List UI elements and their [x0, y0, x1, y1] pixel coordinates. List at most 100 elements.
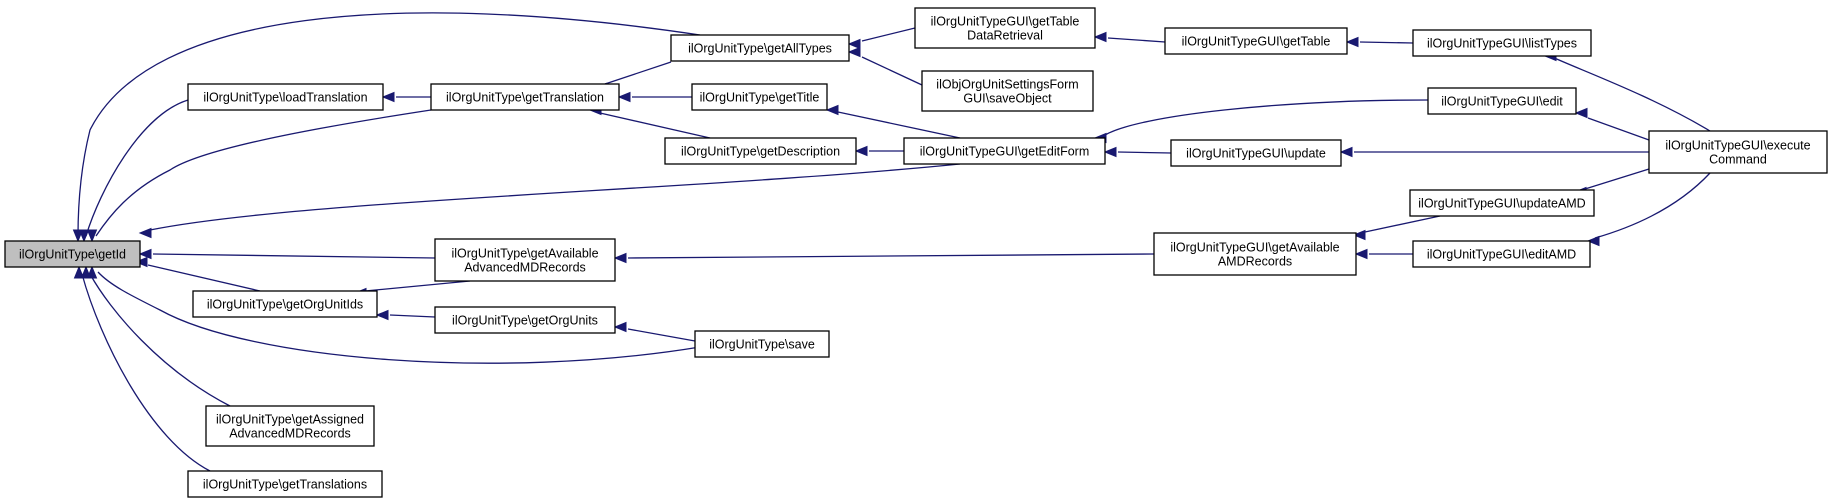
- node-get-translations[interactable]: ilOrgUnitType\getTranslations: [187, 470, 383, 498]
- edge-line: [861, 27, 916, 42]
- edge-executecommand-editamd: [1586, 172, 1711, 247]
- edge-line: [97, 271, 701, 364]
- edge-listtypes-guigettable: [1345, 36, 1414, 48]
- edge-gettranslation-loadtranslation: [381, 91, 431, 103]
- edge-line: [1587, 117, 1650, 141]
- edge-arrowhead: [613, 252, 627, 264]
- node-box: [1170, 139, 1342, 167]
- graph-nodes: ilOrgUnitType\getId ilOrgUnitType\loadTra…: [4, 7, 1828, 498]
- edge-arrowhead: [1093, 31, 1107, 43]
- node-label: ilOrgUnitTypeGUI\getAvailable: [1170, 241, 1339, 255]
- node-label: ilOrgUnitType\getOrgUnits: [452, 314, 598, 328]
- node-label: AMDRecords: [1218, 255, 1292, 269]
- node-list-types[interactable]: ilOrgUnitTypeGUI\listTypes: [1412, 29, 1592, 57]
- node-label: DataRetrieval: [967, 29, 1043, 43]
- node-gui-get-table[interactable]: ilOrgUnitTypeGUI\getTable: [1164, 27, 1348, 55]
- node-get-assigned-adv-m-d[interactable]: ilOrgUnitType\getAssignedAdvancedMDRecor…: [205, 405, 375, 447]
- node-label: ilOrgUnitTypeGUI\execute: [1665, 139, 1810, 153]
- edge-arrowhead: [375, 309, 389, 321]
- edge-line: [364, 280, 471, 292]
- node-box: [1153, 232, 1357, 276]
- node-save[interactable]: ilOrgUnitType\save: [694, 330, 830, 358]
- edge-geteditform-gettitle: [825, 104, 961, 139]
- edge-line: [1584, 168, 1650, 190]
- node-get-org-unit-ids[interactable]: ilOrgUnitType\getOrgUnitIds: [192, 290, 378, 318]
- node-label: ilOrgUnitTypeGUI\getTable: [931, 15, 1080, 29]
- node-gui-update[interactable]: ilOrgUnitTypeGUI\update: [1170, 139, 1342, 167]
- edge-arrowhead: [1586, 235, 1600, 247]
- node-get-description[interactable]: ilOrgUnitType\getDescription: [664, 137, 857, 165]
- node-load-translation[interactable]: ilOrgUnitType\loadTranslation: [187, 83, 384, 111]
- node-get-all-types[interactable]: ilOrgUnitType\getAllTypes: [670, 34, 850, 62]
- node-label: Command: [1709, 153, 1767, 167]
- edge-save-getorgunits: [613, 321, 696, 342]
- node-update-a-m-d[interactable]: ilOrgUnitTypeGUI\updateAMD: [1409, 189, 1595, 217]
- edge-guigetavailableamd-getavailableadvmd: [613, 252, 1155, 264]
- node-label: ilOrgUnitType\getAllTypes: [688, 42, 832, 56]
- edge-getorgunits-getorgunitids: [375, 309, 436, 321]
- node-edit-a-m-d[interactable]: ilOrgUnitTypeGUI\editAMD: [1412, 240, 1591, 268]
- node-label: ilOrgUnitTypeGUI\getEditForm: [920, 145, 1090, 159]
- edge-line: [1107, 37, 1166, 43]
- node-box: [434, 238, 616, 282]
- edge-line: [152, 253, 436, 259]
- node-label: ilOrgUnitType\getTranslations: [203, 478, 367, 492]
- node-get-translation[interactable]: ilOrgUnitType\getTranslation: [430, 83, 620, 111]
- edge-line: [599, 112, 711, 139]
- edge-arrowhead: [854, 145, 868, 157]
- edge-line: [81, 273, 211, 472]
- node-box: [430, 83, 620, 111]
- node-label: ilObjOrgUnitSettingsForm: [936, 78, 1078, 92]
- node-label: ilOrgUnitType\getAvailable: [451, 247, 598, 261]
- edge-getassignedadvmd-getid: [80, 265, 231, 407]
- edge-arrowhead: [381, 91, 395, 103]
- node-gui-edit[interactable]: ilOrgUnitTypeGUI\edit: [1427, 87, 1577, 115]
- edge-gettranslation-getid: [86, 109, 432, 243]
- edge-guigettable-guigettabledata: [1093, 31, 1166, 43]
- edge-arrowhead: [138, 248, 152, 260]
- node-get-id[interactable]: ilOrgUnitType\getId: [4, 240, 141, 268]
- node-box: [914, 7, 1096, 49]
- node-label: ilOrgUnitType\getOrgUnitIds: [207, 298, 363, 312]
- node-box: [903, 137, 1106, 165]
- edge-getalltypes-getid: [72, 12, 701, 243]
- node-box: [187, 83, 384, 111]
- edge-line: [627, 328, 696, 342]
- node-label: ilOrgUnitType\getDescription: [681, 145, 840, 159]
- edge-line: [1359, 41, 1414, 44]
- edge-arrowhead: [1103, 146, 1117, 158]
- edge-arrowhead: [1345, 36, 1359, 48]
- edge-line: [89, 273, 231, 407]
- edge-line: [389, 314, 436, 318]
- edge-arrowhead: [1352, 229, 1366, 241]
- graph-edges: [72, 12, 1711, 472]
- edge-arrowhead: [1574, 107, 1588, 119]
- node-box: [664, 137, 857, 165]
- node-label: AdvancedMDRecords: [464, 261, 586, 275]
- edge-editamd-guigetavailableamd: [1354, 248, 1413, 260]
- node-get-available-adv-m-d[interactable]: ilOrgUnitType\getAvailableAdvancedMDReco…: [434, 238, 616, 282]
- edge-arrowhead: [138, 227, 152, 239]
- edge-line: [837, 111, 961, 139]
- edge-arrowhead: [134, 256, 148, 268]
- node-get-org-units[interactable]: ilOrgUnitType\getOrgUnits: [434, 306, 616, 334]
- edge-line: [95, 109, 432, 237]
- node-label: ilOrgUnitTypeGUI\update: [1186, 147, 1326, 161]
- edge-line: [1117, 151, 1172, 154]
- edge-line: [77, 12, 701, 237]
- node-label: ilOrgUnitType\getId: [19, 248, 126, 262]
- node-box: [1648, 130, 1828, 174]
- edge-executecommand-guiupdate: [1339, 146, 1649, 158]
- edge-gettitle-gettranslation: [617, 91, 692, 103]
- node-box: [694, 330, 830, 358]
- edge-line: [149, 163, 961, 231]
- node-box: [434, 306, 616, 334]
- node-get-title[interactable]: ilOrgUnitType\getTitle: [691, 83, 828, 111]
- node-box: [1412, 240, 1591, 268]
- node-get-edit-form[interactable]: ilOrgUnitTypeGUI\getEditForm: [903, 137, 1106, 165]
